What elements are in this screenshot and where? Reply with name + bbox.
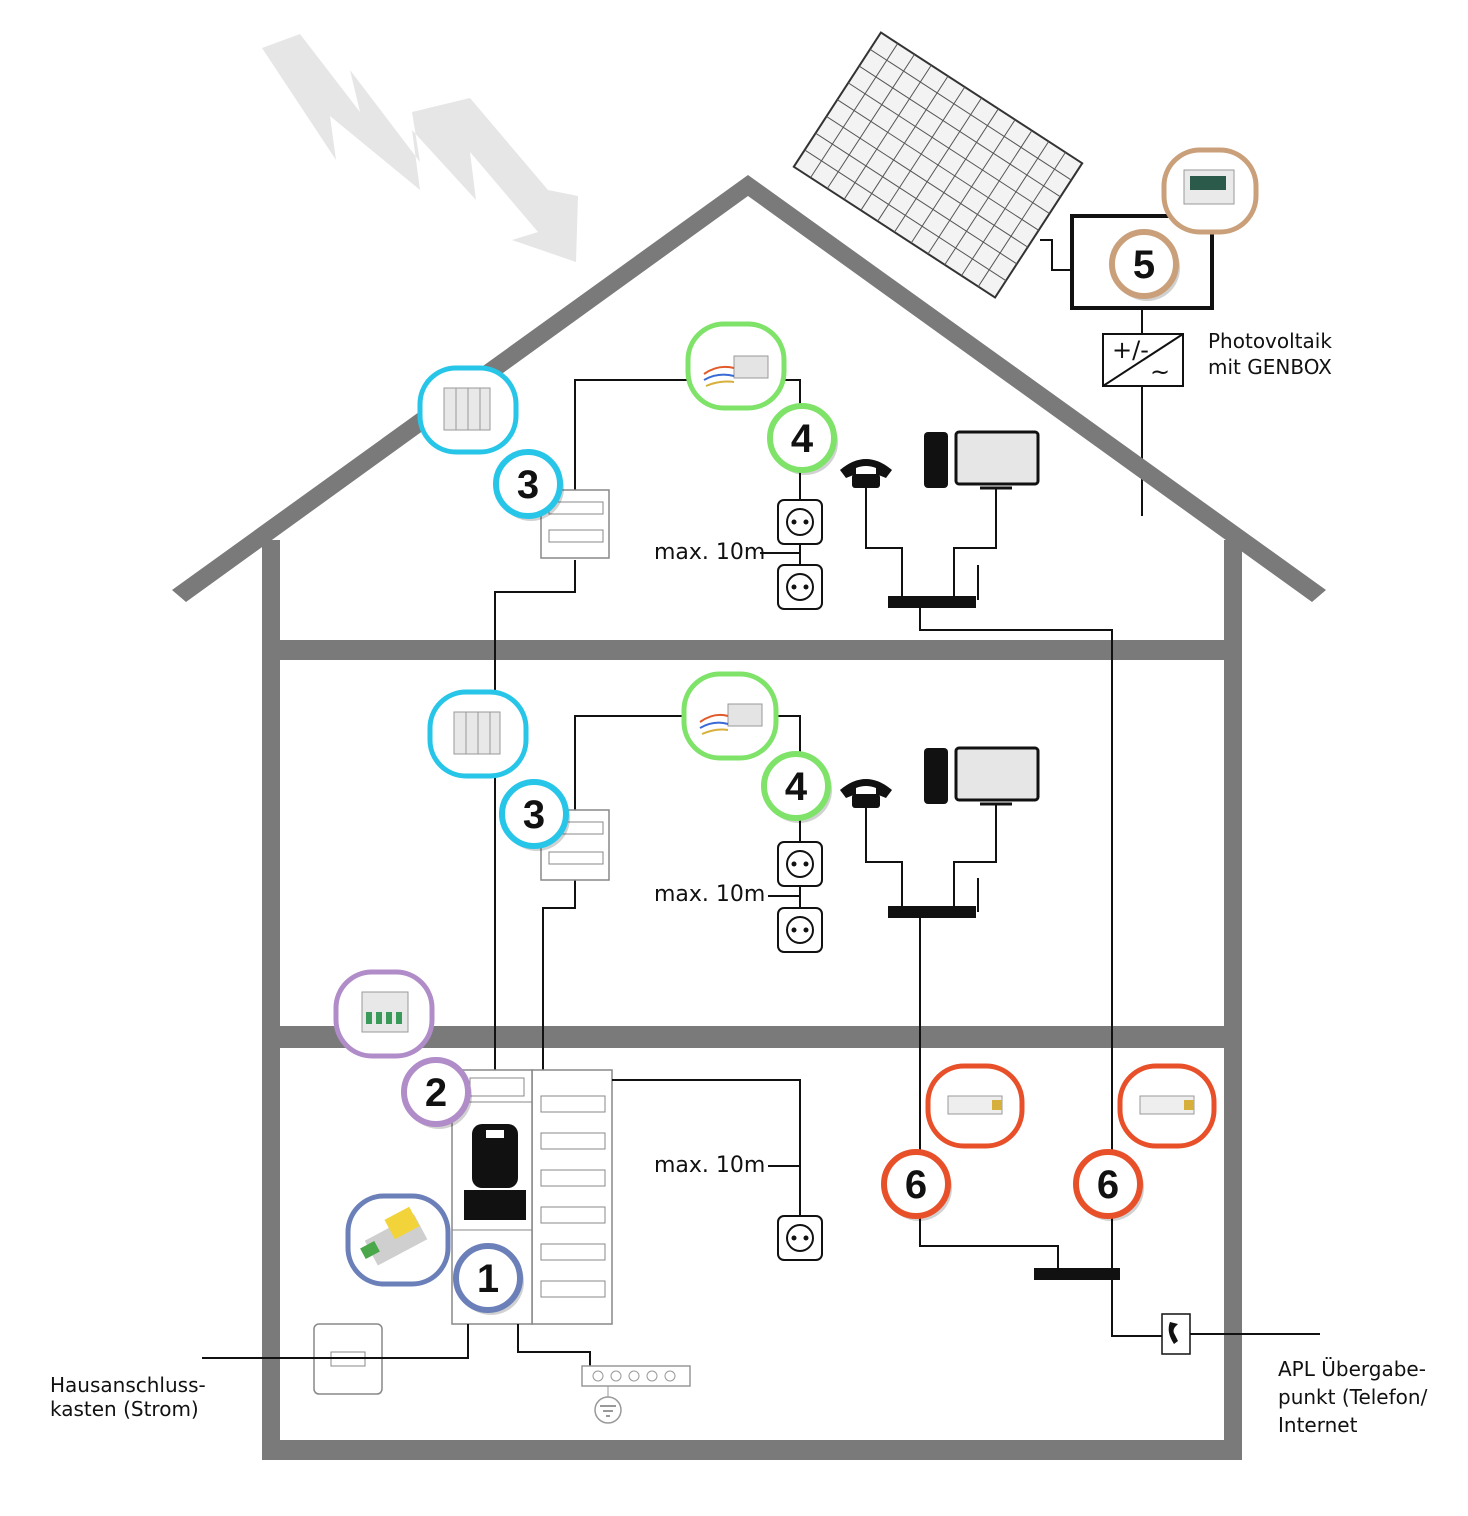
max-length-label-bottom: max. 10m [654, 1153, 765, 1178]
badge-number: 2 [425, 1071, 447, 1115]
ground-floor: max. 10m Hausanschluss- kasten (Strom) [50, 1069, 1428, 1437]
ground-icon [594, 1396, 622, 1424]
phone-handset-icon [1161, 1313, 1191, 1355]
badge-b4b: 4 [761, 751, 832, 823]
apl-label-line3: Internet [1278, 1413, 1358, 1437]
socket-icon [777, 1215, 823, 1261]
breaker-slot [540, 1280, 606, 1298]
breaker-slot [540, 1169, 606, 1187]
product-genbox-thumbnail [1161, 147, 1259, 235]
badge-number: 3 [517, 463, 539, 507]
inverter-tilde-label: ~ [1150, 358, 1170, 386]
badge-b2: 2 [401, 1057, 472, 1129]
badge-b3b: 3 [499, 779, 570, 851]
badge-number: 4 [791, 417, 814, 461]
badge-b3a: 3 [493, 449, 564, 521]
socket-icon [777, 564, 823, 610]
solar-panel-icon [792, 31, 1084, 299]
breaker-slot [540, 1095, 606, 1113]
badge-number: 1 [477, 1257, 499, 1301]
badge-number: 3 [523, 793, 545, 837]
badge-b6b: 6 [1073, 1149, 1144, 1221]
product-type2-thumbnail [333, 969, 435, 1059]
apl-label-line2: punkt (Telefon/ [1278, 1385, 1428, 1409]
pv-label-line1: Photovoltaik [1208, 329, 1332, 353]
computer-icon [924, 430, 1040, 490]
badge-number: 5 [1133, 243, 1155, 287]
telephone-icon [840, 459, 892, 488]
electricity-meter-icon [464, 1124, 526, 1220]
badge-b4a: 4 [767, 403, 838, 475]
network-switch-middle [888, 906, 976, 918]
hak-label-line2: kasten (Strom) [50, 1397, 199, 1421]
lightning-icon [262, 34, 578, 262]
apl-label-line1: APL Übergabe- [1278, 1357, 1426, 1381]
network-switch-top [888, 596, 976, 608]
inverter: +/- ~ [1102, 333, 1184, 387]
socket-icon [777, 499, 823, 545]
max-length-label-middle: max. 10m [654, 882, 765, 907]
house-structure [172, 175, 1326, 1460]
pv-label-line2: mit GENBOX [1208, 355, 1332, 379]
badge-b5: 5 [1109, 229, 1180, 301]
product-type3-thumbnail-top [417, 365, 519, 455]
breaker-slot [540, 1132, 606, 1150]
badge-b6a: 6 [881, 1149, 952, 1221]
equipotential-bar [581, 1365, 691, 1398]
network-switch-ground [1034, 1268, 1120, 1280]
product-type3-thumbnail-middle [427, 689, 529, 779]
badge-number: 4 [785, 765, 808, 809]
breaker-slot [540, 1206, 606, 1224]
product-fine-protection-thumbnail-middle [681, 671, 779, 761]
max-length-label-top: max. 10m [654, 540, 765, 565]
product-telecom-thumbnail-left [925, 1063, 1025, 1149]
socket-icon [777, 907, 823, 953]
product-telecom-thumbnail-right [1117, 1063, 1217, 1149]
product-fine-protection-thumbnail-top [685, 321, 787, 411]
hak-label-line1: Hausanschluss- [50, 1373, 206, 1397]
socket-icon [777, 841, 823, 887]
breaker-slot [540, 1243, 606, 1261]
product-type1-thumbnail [345, 1193, 451, 1287]
badge-number: 6 [1097, 1163, 1119, 1207]
telephone-icon [840, 779, 892, 808]
badge-b1: 1 [453, 1243, 524, 1315]
inverter-plus-label: +/- [1112, 336, 1149, 364]
badge-number: 6 [905, 1163, 927, 1207]
computer-icon [924, 746, 1040, 806]
middle-floor: max. 10m [540, 715, 1059, 1268]
